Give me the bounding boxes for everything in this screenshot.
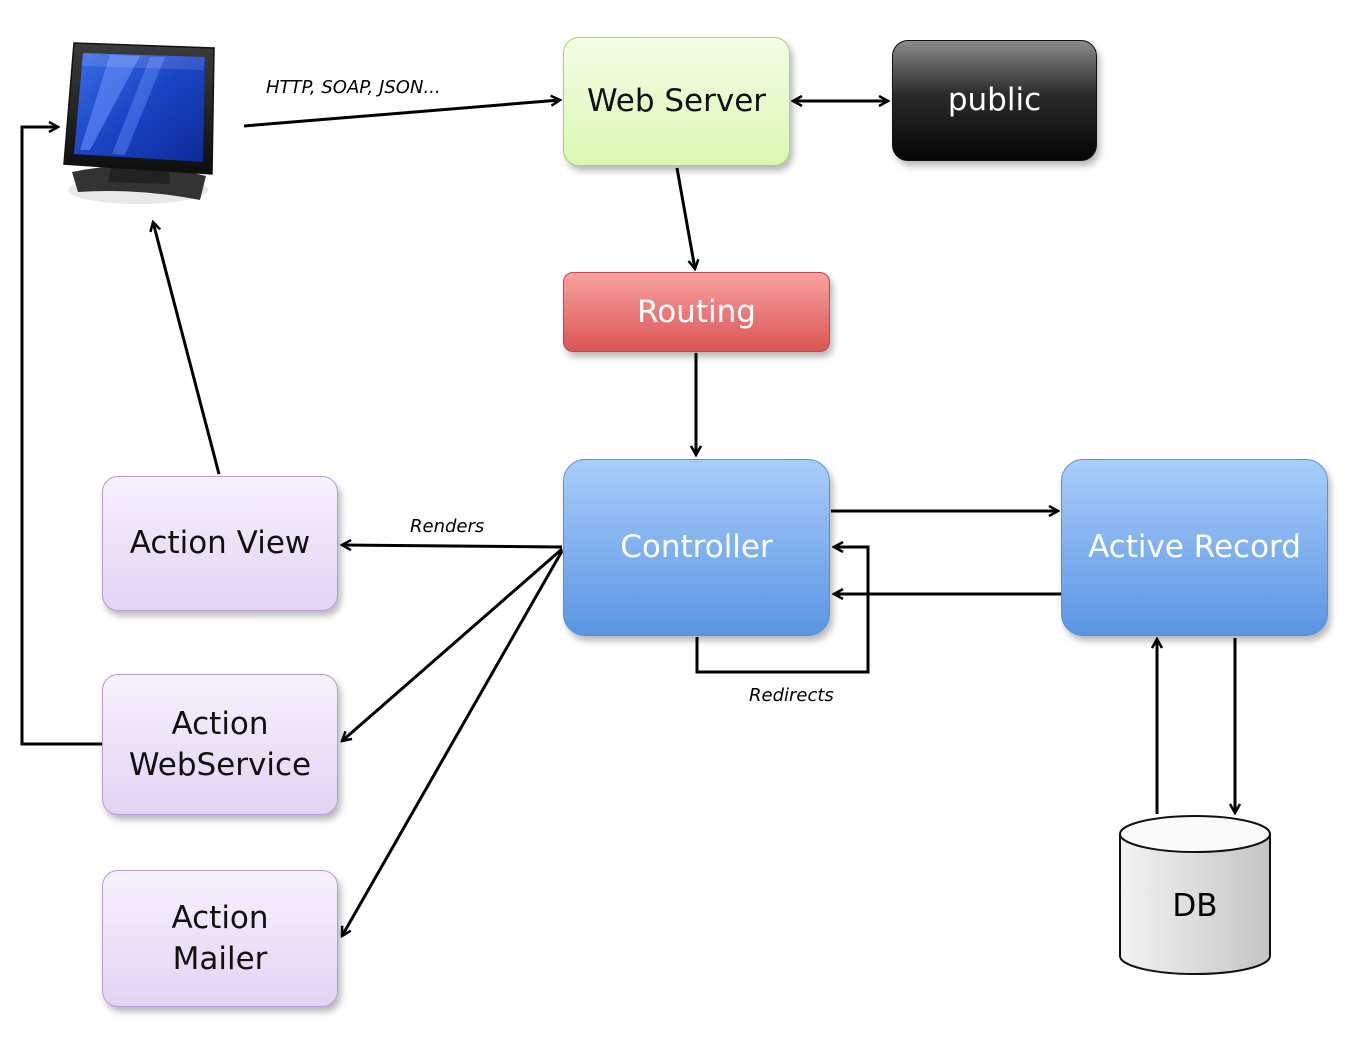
routing-label: Routing xyxy=(637,293,756,330)
public-label: public xyxy=(947,82,1042,119)
db-label: DB xyxy=(1172,888,1218,924)
arrow-webserver-to-routing xyxy=(675,167,695,269)
computer-monitor-icon xyxy=(63,42,215,204)
arrow-webservice-to-client xyxy=(20,127,102,746)
arrow-controller-to-webservice xyxy=(342,547,563,741)
arrow-client-to-webserver xyxy=(243,100,560,128)
http-edge-label: HTTP, SOAP, JSON... xyxy=(266,77,441,98)
arrow-redirects-loop xyxy=(695,547,870,674)
action-webservice-label: Action WebService xyxy=(128,706,312,783)
redirects-edge-label: Redirects xyxy=(749,685,834,706)
controller-label: Controller xyxy=(620,529,773,566)
arrow-renders xyxy=(342,545,563,547)
action-view-label: Action View xyxy=(129,525,311,562)
action-mailer-label: Action Mailer xyxy=(171,900,269,977)
web-server-label: Web Server xyxy=(586,83,767,120)
controller-node: Controller xyxy=(563,459,830,636)
public-node: public xyxy=(892,40,1097,161)
active-record-label: Active Record xyxy=(1088,529,1301,566)
web-server-node: Web Server xyxy=(563,37,790,166)
renders-edge-label: Renders xyxy=(410,516,485,537)
db-cylinder-icon xyxy=(1119,815,1271,975)
arrow-actionview-to-client xyxy=(153,222,221,475)
action-webservice-node: Action WebService xyxy=(102,674,338,815)
active-record-node: Active Record xyxy=(1061,459,1328,636)
arrow-controller-to-mailer xyxy=(340,550,564,936)
action-view-node: Action View xyxy=(102,476,338,611)
routing-node: Routing xyxy=(563,272,830,352)
action-mailer-node: Action Mailer xyxy=(102,870,338,1007)
